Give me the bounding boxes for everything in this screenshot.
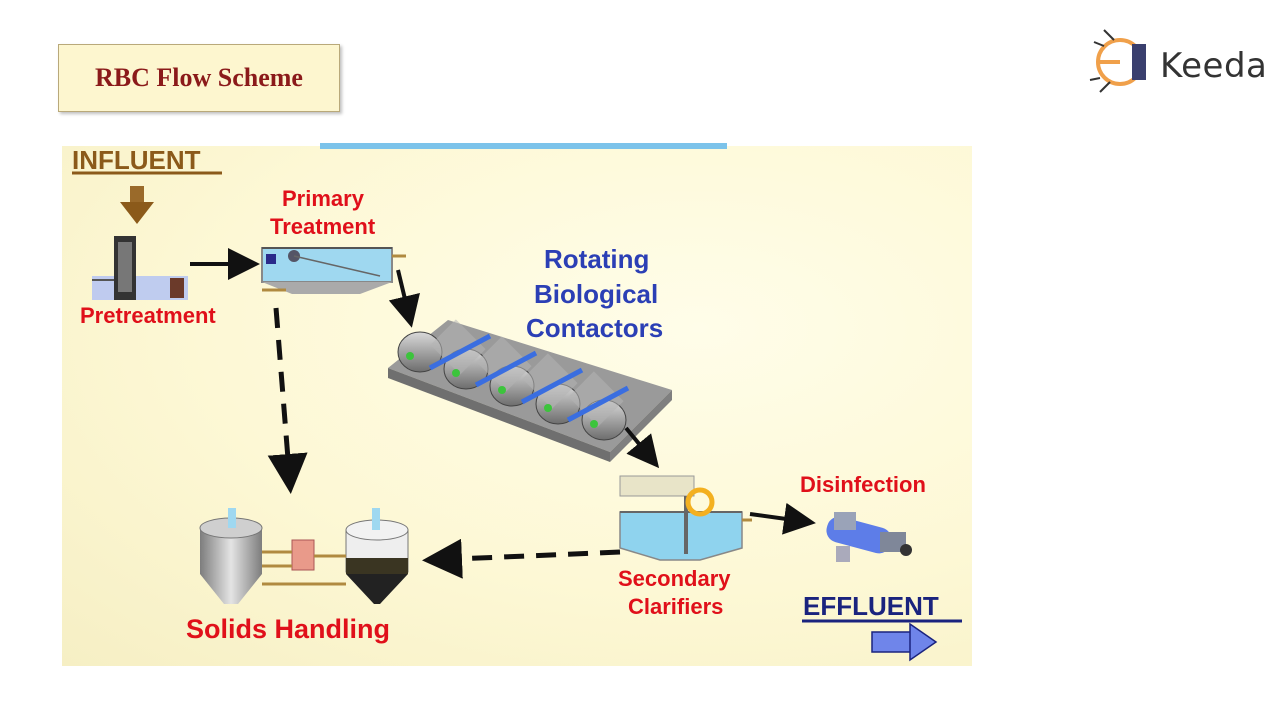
arrow-primary-to-solids: [267, 307, 308, 494]
title-box: RBC Flow Scheme: [58, 44, 340, 112]
arrow-clarifier-to-disinfection: [749, 502, 816, 535]
primary-tank-icon: [261, 247, 406, 294]
disinfection-unit-icon: [826, 512, 912, 562]
pretreatment-unit-icon: [92, 236, 188, 300]
accent-line: [320, 143, 727, 149]
ekeeda-logo-icon: [1089, 29, 1146, 93]
rbc-unit-icon: [388, 319, 672, 462]
primary-label-line2: Treatment: [270, 214, 376, 239]
primary-label-line1: Primary: [282, 186, 364, 211]
rbc-label-line2: Biological: [534, 279, 659, 309]
secondary-clarifier-icon: [619, 475, 752, 561]
slide-title: RBC Flow Scheme: [95, 63, 303, 92]
solids-label: Solids Handling: [186, 614, 391, 644]
disinfection-label: Disinfection: [800, 472, 926, 497]
secondary-label-line1: Secondary: [618, 566, 731, 591]
secondary-label-line2: Clarifiers: [628, 594, 724, 619]
rbc-label-line3: Contactors: [526, 313, 664, 343]
effluent-arrow-icon: [871, 622, 938, 662]
logo-text: Keeda: [1160, 46, 1268, 86]
arrow-primary-to-rbc: [388, 269, 420, 328]
arrow-rbc-to-clarifier: [624, 426, 660, 469]
rbc-label-line1: Rotating: [544, 244, 650, 274]
effluent-label: EFFLUENT: [803, 591, 939, 621]
influent-arrow-icon: [120, 186, 154, 224]
arrow-clarifier-to-solids: [422, 538, 621, 579]
pretreatment-label: Pretreatment: [80, 303, 216, 328]
influent-label: INFLUENT: [72, 145, 201, 175]
solids-tanks-icon: [199, 508, 409, 604]
